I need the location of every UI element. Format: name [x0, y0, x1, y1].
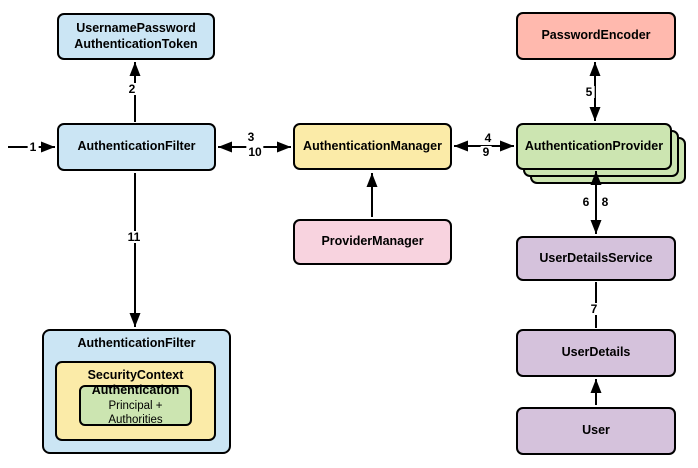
node-authentication-filter: AuthenticationFilter — [57, 123, 216, 171]
node-provider-manager: ProviderManager — [293, 219, 452, 265]
node-user-details: UserDetails — [516, 329, 676, 377]
node-user-details-service: UserDetailsService — [516, 236, 676, 281]
step-label-7: 7 — [588, 302, 600, 316]
step-label-4: 4 — [482, 131, 494, 145]
step-label-8: 8 — [599, 195, 611, 209]
step-label-5: 5 — [583, 85, 595, 99]
authentication-sublabel: Principal + Authorities — [108, 399, 163, 427]
node-password-encoder: PasswordEncoder — [516, 12, 676, 60]
step-label-9: 9 — [480, 145, 492, 159]
node-authentication-manager: AuthenticationManager — [293, 123, 452, 170]
step-label-2: 2 — [126, 82, 138, 96]
step-label-1: 1 — [27, 140, 39, 154]
node-authentication: Authentication Principal + Authorities — [79, 383, 192, 427]
node-user: User — [516, 407, 676, 455]
node-username-password-authentication-token: UsernamePassword AuthenticationToken — [57, 13, 215, 60]
node-authentication-provider: AuthenticationProvider — [516, 123, 672, 170]
authentication-label: Authentication — [91, 383, 180, 398]
step-label-11: 11 — [125, 230, 143, 244]
step-label-3: 3 — [245, 130, 257, 144]
step-label-6: 6 — [580, 195, 592, 209]
step-label-10: 10 — [246, 145, 264, 159]
